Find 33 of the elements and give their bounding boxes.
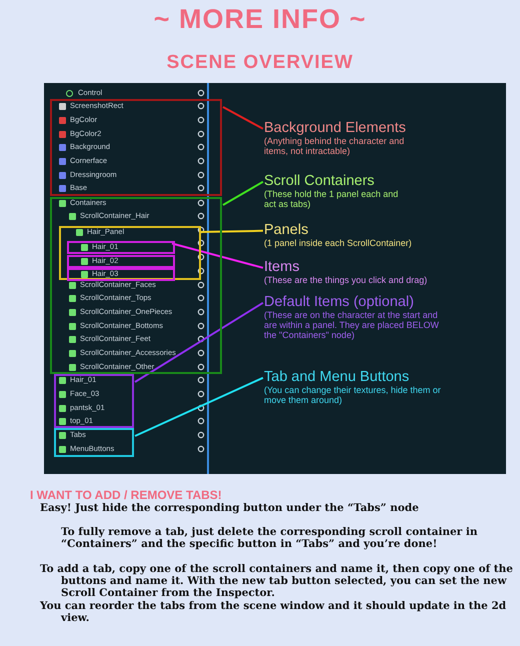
annotation-text: (These hold the 1 panel each and act as tabs) bbox=[264, 189, 399, 209]
page-title: ~ MORE INFO ~ bbox=[152, 4, 368, 35]
leader-line bbox=[134, 376, 264, 437]
annotation-heading: Items bbox=[264, 259, 300, 275]
item-frame bbox=[67, 241, 175, 254]
group-frame bbox=[50, 99, 222, 196]
group-frame bbox=[59, 226, 201, 280]
paragraph: To fully remove a tab, just delete the corresponding scroll container in “Containers” and the specific button in “Tabs” and you’re done! bbox=[61, 526, 478, 550]
section-heading: SCENE OVERVIEW bbox=[166, 52, 354, 74]
section-heading: I WANT TO ADD / REMOVE TABS! bbox=[30, 488, 223, 502]
leader-line bbox=[222, 180, 264, 206]
annotation-heading: Panels bbox=[264, 222, 310, 238]
leader-line bbox=[134, 302, 264, 383]
annotation-text: (You can change their textures, hide them or move them around) bbox=[264, 385, 442, 405]
item-frame bbox=[67, 255, 175, 268]
group-frame bbox=[54, 428, 134, 457]
annotation-heading: Tab and Menu Buttons bbox=[264, 369, 410, 385]
annotation-heading: Background Elements bbox=[264, 120, 407, 136]
annotation-heading: Default Items (optional) bbox=[264, 294, 415, 310]
group-frame bbox=[54, 374, 134, 428]
leader-line bbox=[200, 230, 264, 233]
annotation-heading: Scroll Containers bbox=[264, 173, 376, 189]
item-frame bbox=[67, 268, 175, 281]
annotation-text: (These are on the character at the start and are within a panel. They are placed BELOW the "Containers" node) bbox=[264, 310, 440, 340]
leader-line bbox=[222, 106, 264, 130]
group-frame bbox=[50, 197, 222, 374]
annotation-text: (Anything behind the character and items, not intractable) bbox=[264, 136, 406, 156]
leader-line bbox=[172, 242, 264, 269]
annotation-text: (These are the things you click and drag) bbox=[264, 275, 428, 285]
paragraph: To add a tab, copy one of the scroll containers and name it, then copy one of the buttons and name it. With the new tab button selected, you can set the new Scroll Container from the Inspector. bbox=[40, 563, 514, 599]
paragraph: You can reorder the tabs from the scene window and it should update in the 2d view. bbox=[40, 600, 508, 624]
paragraph: Easy! Just hide the corresponding button under the “Tabs” node bbox=[40, 502, 420, 514]
annotation-text: (1 panel inside each ScrollContainer) bbox=[264, 238, 413, 248]
